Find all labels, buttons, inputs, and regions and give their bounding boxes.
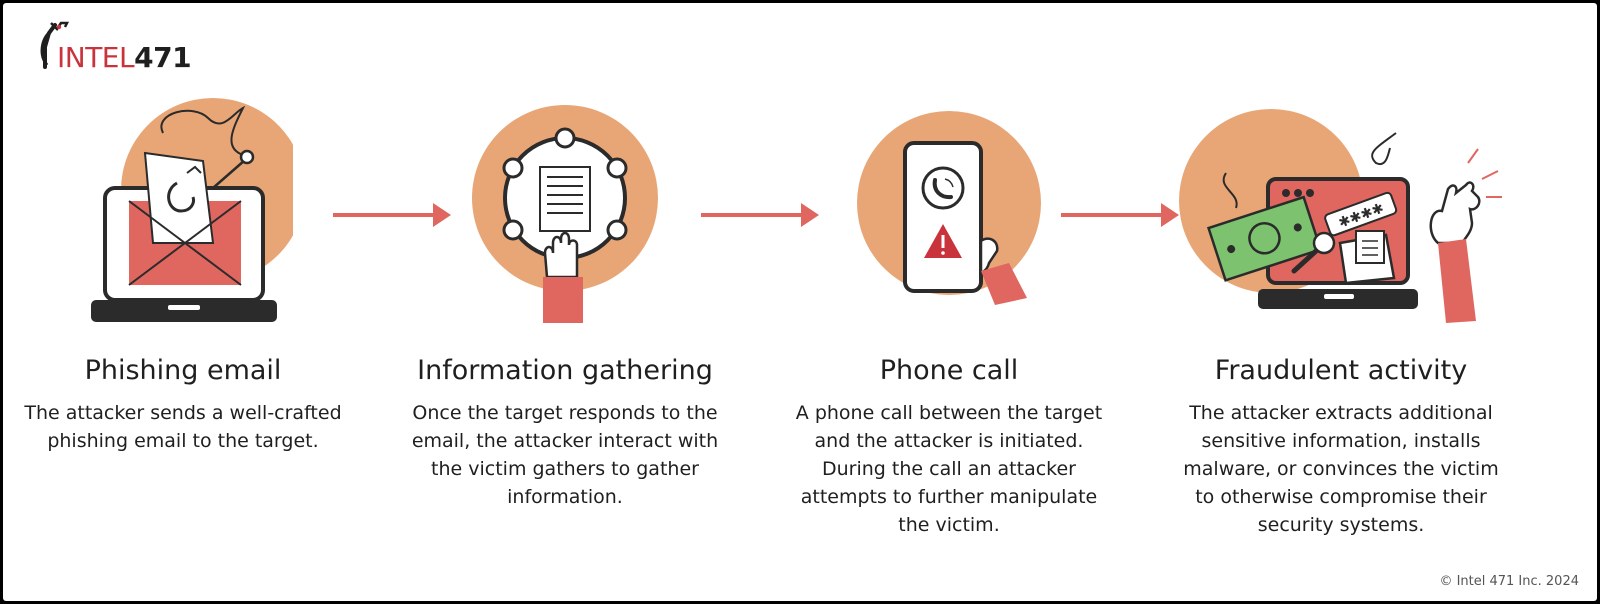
step-title: Information gathering [417, 355, 713, 386]
intel471-logo: INTEL471 [37, 17, 237, 77]
logo-text-intel: INTEL [57, 41, 135, 74]
step-description: A phone call between the target and the … [795, 402, 1103, 536]
information-network-icon [472, 105, 658, 323]
logo-text-471: 471 [134, 41, 192, 74]
laptop-phishing-email-icon [91, 98, 293, 322]
owl-logo-icon [40, 21, 70, 69]
arrow-right-icon [701, 203, 819, 227]
step-title: Fraudulent activity [1214, 355, 1468, 386]
step-description: The attacker sends a well-crafted phishi… [24, 402, 342, 452]
arrow-right-icon [333, 203, 451, 227]
phone-call-alert-icon [857, 111, 1041, 305]
arrow-right-icon [1061, 203, 1179, 227]
copyright-notice: © Intel 471 Inc. 2024 [1439, 574, 1579, 589]
step-title: Phishing email [84, 355, 282, 386]
logo-wordmark: INTEL471 [57, 41, 192, 75]
step-title: Phone call [879, 355, 1019, 386]
step-description: The attacker extracts additional sensiti… [1183, 402, 1499, 536]
step-description: Once the target responds to the email, t… [411, 402, 719, 508]
fraudulent-activity-laptop-icon: ✱✱✱✱ [1179, 109, 1502, 323]
infographic-canvas: INTEL471 Phishing email The attacker sen… [3, 3, 1597, 601]
